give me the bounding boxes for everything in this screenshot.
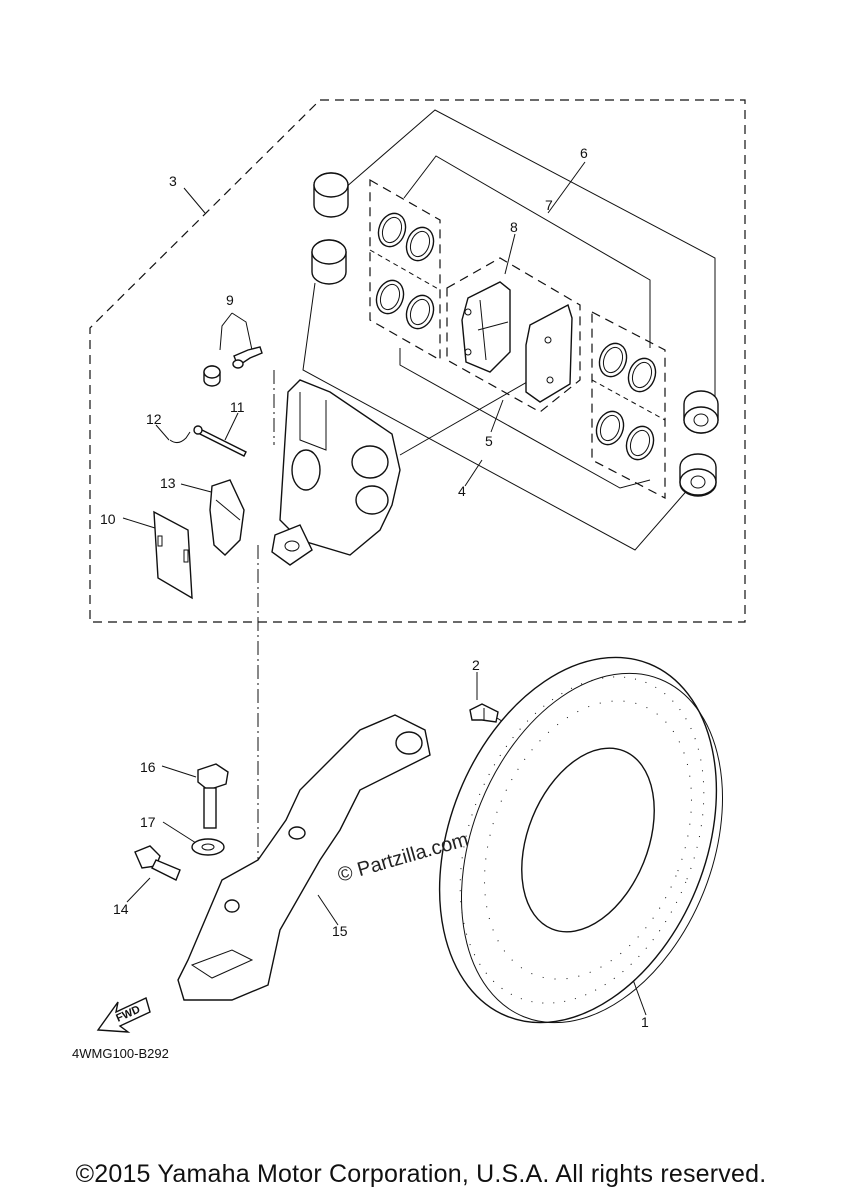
piston-top-2 xyxy=(311,239,347,285)
callout-1: 1 xyxy=(641,1014,649,1030)
callout-7: 7 xyxy=(545,197,553,213)
piston-right-2 xyxy=(679,453,717,497)
callout-16: 16 xyxy=(140,759,156,775)
callout-14: 14 xyxy=(113,901,129,917)
callout-6: 6 xyxy=(580,145,588,161)
copyright-notice: ©2015 Yamaha Motor Corporation, U.S.A. A… xyxy=(75,1160,767,1188)
piston-right-1 xyxy=(683,390,719,434)
callout-12: 12 xyxy=(146,411,162,427)
leader-lines xyxy=(122,109,716,1016)
brake-disc xyxy=(438,656,723,1024)
pad-support-plate xyxy=(153,510,193,600)
seal-kit-left xyxy=(369,178,441,362)
callout-8: 8 xyxy=(510,219,518,235)
callout-9: 9 xyxy=(226,292,234,308)
callout-10: 10 xyxy=(100,511,116,527)
bracket-bolt xyxy=(134,845,181,881)
callout-5: 5 xyxy=(485,433,493,449)
callout-2: 2 xyxy=(472,657,480,673)
caliper-body xyxy=(271,379,401,566)
seal-kit-right xyxy=(591,311,666,499)
callout-4: 4 xyxy=(458,483,466,499)
bleed-screw xyxy=(203,346,263,387)
diagram-part-code: 4WMG100-B292 xyxy=(72,1046,169,1061)
pad-spring xyxy=(209,479,245,556)
callout-11: 11 xyxy=(230,399,245,415)
washer xyxy=(191,838,225,856)
caliper-mount-bolt xyxy=(197,763,229,829)
piston-top-1 xyxy=(313,172,349,218)
callout-17: 17 xyxy=(140,814,156,830)
pad-pin xyxy=(193,425,247,457)
callout-13: 13 xyxy=(160,475,176,491)
pad-pin-clip xyxy=(169,431,191,444)
brake-pad-kit xyxy=(446,257,581,413)
callout-15: 15 xyxy=(332,923,348,939)
caliper-bracket xyxy=(177,714,431,1001)
fwd-arrow: FWD xyxy=(96,997,151,1033)
disc-bolt xyxy=(469,703,499,723)
callout-3: 3 xyxy=(169,173,177,189)
